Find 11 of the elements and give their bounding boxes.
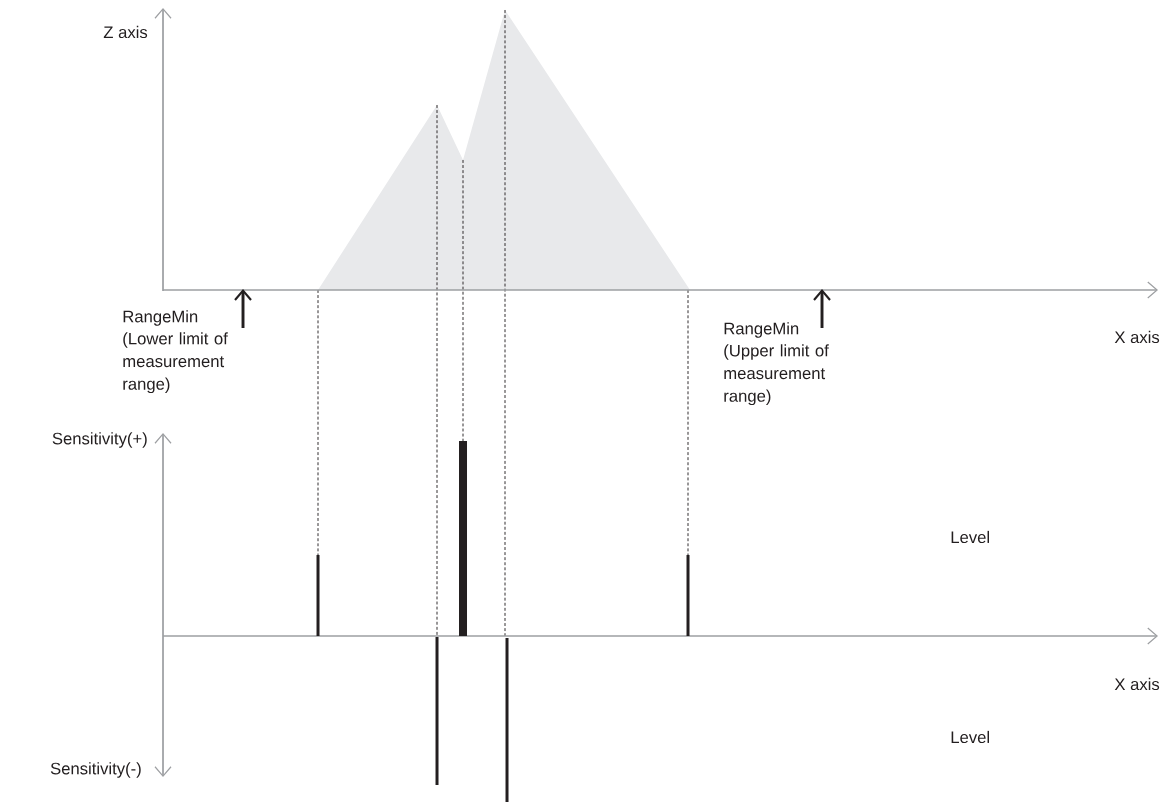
level-label: Level — [951, 530, 989, 544]
axis-label: Sensitivity(-) — [50, 762, 141, 778]
axis-label: X axis — [1114, 330, 1160, 344]
level-label: Level — [951, 730, 989, 744]
range-note: (Lower limit of measurement range) — [123, 332, 228, 394]
axis-label: X axis — [1114, 677, 1160, 691]
range-note: (Upper limit of measurement range) — [724, 344, 829, 406]
range-label: RangeMin — [724, 322, 799, 338]
axis-label: Z axis — [103, 25, 148, 39]
axis-label: Sensitivity(+) — [52, 432, 147, 448]
range-label: RangeMin — [123, 310, 198, 326]
